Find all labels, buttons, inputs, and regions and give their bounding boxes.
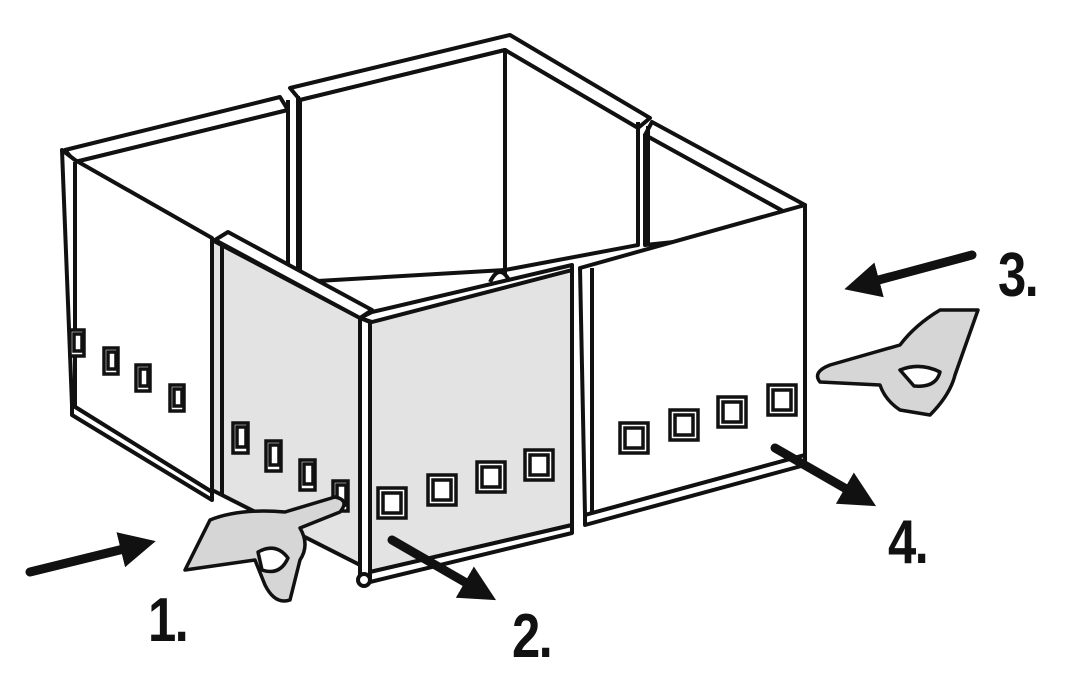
step-label-1: 1. — [148, 586, 189, 655]
step-label-3: 3. — [998, 241, 1039, 310]
back-middle-wall — [288, 33, 652, 284]
arrow-icon — [25, 250, 977, 601]
front-right-panel — [356, 263, 574, 588]
right-panel-slots — [618, 383, 798, 455]
pointing-hand-icon — [183, 495, 346, 603]
pointing-hand-icon — [815, 308, 980, 417]
right-panel — [578, 203, 807, 527]
step-label-2: 2. — [512, 602, 553, 671]
step-label-4: 4. — [888, 508, 929, 577]
left-panel-slots — [68, 328, 186, 413]
front-right-panel-slots — [376, 448, 555, 520]
